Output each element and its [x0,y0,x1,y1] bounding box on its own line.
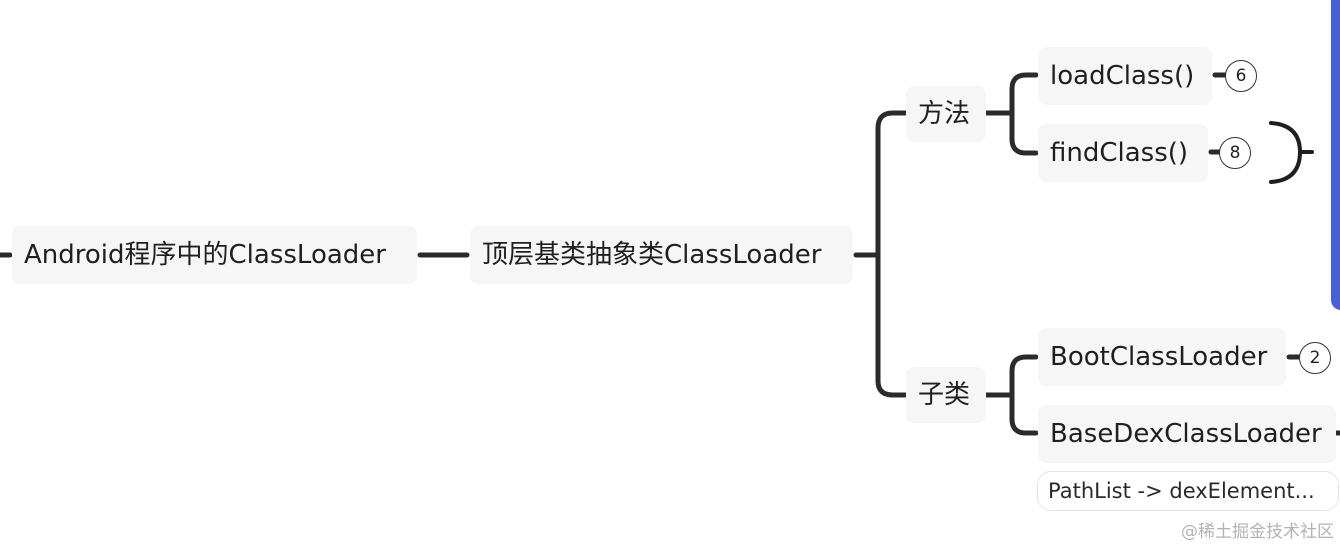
summary-brace [1269,121,1303,184]
classloader-node[interactable]: 顶层基类抽象类ClassLoader [470,226,853,284]
bootclassloader-count-value: 2 [1309,348,1321,368]
findclass-count-badge[interactable]: 8 [1219,137,1251,169]
root-node[interactable]: Android程序中的ClassLoader [12,226,417,284]
subclass-node[interactable]: 子类 [906,367,986,423]
bootclassloader-node-label: BootClassLoader [1050,342,1268,372]
loadclass-node-label: loadClass() [1050,61,1195,91]
findclass-node-label: findClass() [1050,138,1189,168]
watermark: @稀土掘金技术社区 [1181,517,1334,542]
branch-bracket [875,110,908,398]
methods-node[interactable]: 方法 [906,86,986,142]
methods-node-label: 方法 [918,99,971,129]
basedex-note-text: PathList -> dexElement... [1048,479,1315,503]
classloader-node-label: 顶层基类抽象类ClassLoader [482,240,822,270]
loadclass-count-badge[interactable]: 6 [1225,60,1257,92]
root-node-label: Android程序中的ClassLoader [24,240,386,270]
bootclassloader-count-badge[interactable]: 2 [1299,342,1331,374]
subclass-node-label: 子类 [918,380,971,410]
loadclass-node[interactable]: loadClass() [1038,47,1212,105]
methods-bracket [1009,72,1039,156]
basedexclassloader-node-label: BaseDexClassLoader [1050,419,1322,449]
bootclassloader-node[interactable]: BootClassLoader [1038,328,1286,386]
findclass-node[interactable]: findClass() [1038,124,1208,182]
subclass-bracket [1009,354,1039,436]
watermark-text: @稀土掘金技术社区 [1181,522,1334,542]
basedex-note[interactable]: PathList -> dexElement... [1037,471,1339,511]
loadclass-count-value: 6 [1235,66,1247,86]
side-panel-bar [1331,0,1340,310]
basedexclassloader-node[interactable]: BaseDexClassLoader [1038,405,1336,463]
findclass-count-value: 8 [1229,143,1241,163]
